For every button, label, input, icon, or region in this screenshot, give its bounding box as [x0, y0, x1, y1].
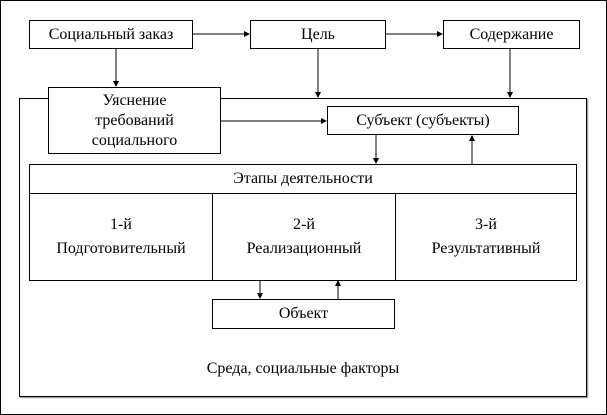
object-box: Объект [212, 299, 395, 329]
subject-box: Субъект (субъекты) [327, 106, 519, 135]
stages-title: Этапы деятельности [233, 170, 373, 188]
stage-1-number: 1-й [110, 216, 132, 233]
environment-label: Среда, социальные факторы [206, 360, 400, 377]
content-box: Содержание [443, 20, 580, 49]
stage-3: 3-й Результативный [395, 193, 577, 281]
stage-3-number: 3-й [475, 216, 497, 233]
goal-label: Цель [301, 25, 335, 43]
clarification-line-3: социального [91, 131, 178, 149]
stage-3-name: Результативный [431, 240, 541, 257]
stage-2-number: 2-й [293, 216, 315, 233]
stage-2-name: Реализационный [246, 240, 362, 257]
clarification-box: Уяснение требований социального [48, 87, 221, 154]
social-order-label: Социальный заказ [48, 25, 174, 43]
environment-box [19, 98, 587, 397]
stages-header: Этапы деятельности [29, 164, 577, 194]
content-label: Содержание [469, 25, 554, 43]
subject-label: Субъект (субъекты) [356, 111, 490, 129]
goal-box: Цель [250, 20, 386, 49]
stage-2: 2-й Реализационный [212, 193, 396, 281]
social-order-box: Социальный заказ [29, 20, 193, 49]
clarification-line-1: Уяснение [102, 91, 167, 109]
clarification-line-2: требований [95, 111, 174, 129]
stage-1: 1-й Подготовительный [29, 193, 213, 281]
stage-1-name: Подготовительный [56, 240, 186, 257]
object-label: Объект [278, 305, 329, 323]
